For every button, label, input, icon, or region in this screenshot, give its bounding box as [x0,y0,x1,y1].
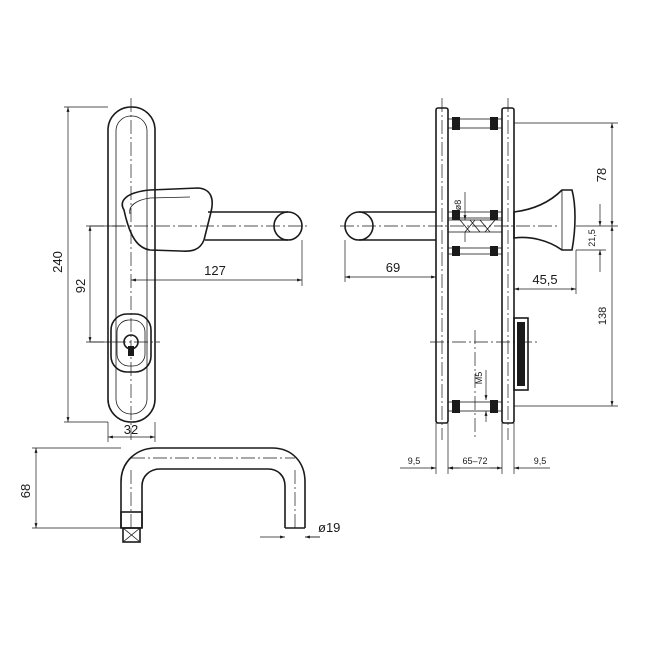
dim-32: 32 [124,422,138,437]
dim-9-5-right: 9,5 [534,456,547,466]
dim-92: 92 [73,279,88,293]
handle-rose-inner [129,196,191,215]
escutcheon-outer [110,313,152,373]
dim-65-72: 65–72 [462,456,487,466]
bottom-view: 68 ø19 [18,447,340,543]
dim-68: 68 [18,484,33,498]
dim-78: 78 [594,168,609,182]
dim-9-5-left: 9,5 [408,456,421,466]
dim-45-5: 45,5 [532,272,557,287]
dim-138: 138 [597,307,609,325]
backplate-inner [115,115,148,415]
handle-outer [120,447,306,528]
dim-240: 240 [50,251,65,273]
cylinder-housing [513,317,529,391]
handle-neck [120,511,143,529]
dim-69: 69 [386,260,400,275]
side-view: ø8 69 45,5 78 21,5 138 M5 [340,98,618,474]
keyhole-slot [128,346,134,356]
escutcheon-inner [116,319,146,367]
dim-m5: M5 [474,372,484,385]
knob-icon [513,189,576,251]
dim-d19: ø19 [318,520,340,535]
front-view: 240 92 127 32 [50,98,310,442]
dim-d8: ø8 [453,200,463,211]
handle-inner [141,468,286,528]
dim-21-5: 21,5 [587,229,597,247]
spindle-square [122,527,141,543]
backplate-outer [107,106,156,423]
dim-127: 127 [204,263,226,278]
